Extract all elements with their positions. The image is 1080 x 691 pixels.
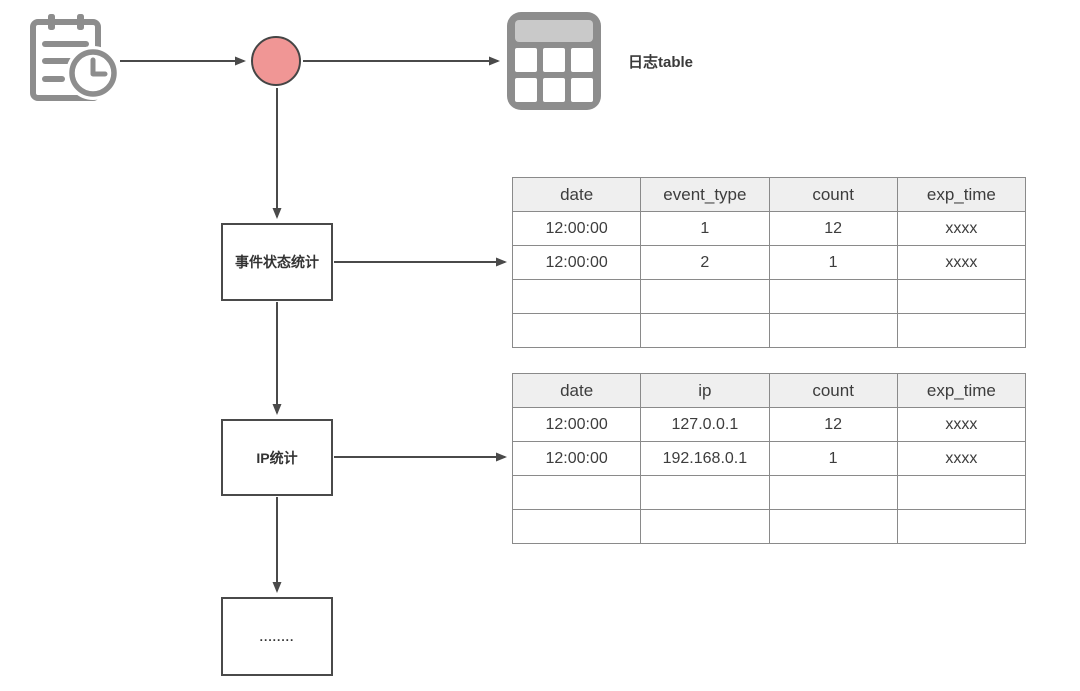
table-cell bbox=[640, 475, 770, 510]
table-cell bbox=[640, 313, 770, 348]
event-stats-node-label: 事件状态统计 bbox=[235, 254, 319, 270]
table-row bbox=[511, 313, 1027, 348]
log-table-label: 日志table bbox=[628, 54, 694, 71]
column-header: exp_time bbox=[896, 373, 1027, 408]
table-cell: xxxx bbox=[896, 245, 1027, 280]
column-header: event_type bbox=[640, 177, 770, 212]
column-header: exp_time bbox=[896, 177, 1027, 212]
table-cell: 12:00:00 bbox=[511, 245, 642, 280]
table-cell bbox=[768, 313, 898, 348]
table-cell: 1 bbox=[768, 245, 898, 280]
column-header: ip bbox=[640, 373, 770, 408]
table-header-row: date event_type count exp_time bbox=[511, 177, 1027, 212]
ip-stats-node-label: IP统计 bbox=[256, 449, 298, 466]
more-node: ........ bbox=[221, 597, 333, 676]
table-row: 12:00:00 192.168.0.1 1 xxxx bbox=[511, 441, 1027, 476]
table-cell bbox=[511, 313, 642, 348]
table-row bbox=[511, 279, 1027, 314]
table-cell bbox=[640, 279, 770, 314]
ip-stats-node: IP统计 bbox=[221, 419, 333, 496]
table-cell bbox=[896, 509, 1027, 544]
table-cell bbox=[511, 475, 642, 510]
table-cell: xxxx bbox=[896, 407, 1027, 442]
table-cell: 12:00:00 bbox=[511, 407, 642, 442]
more-node-label: ........ bbox=[259, 629, 295, 644]
table-cell bbox=[768, 279, 898, 314]
column-header: date bbox=[511, 373, 642, 408]
table-cell bbox=[896, 313, 1027, 348]
table-header-row: date ip count exp_time bbox=[511, 373, 1027, 408]
table-cell bbox=[640, 509, 770, 544]
table-grid-icon bbox=[507, 12, 601, 110]
table-row bbox=[511, 475, 1027, 510]
table-cell: 12:00:00 bbox=[511, 211, 642, 246]
table-cell: 192.168.0.1 bbox=[640, 441, 770, 476]
table-cell bbox=[896, 475, 1027, 510]
table-cell: 12 bbox=[768, 407, 898, 442]
table-row: 12:00:00 1 12 xxxx bbox=[511, 211, 1027, 246]
table-cell: 1 bbox=[768, 441, 898, 476]
table-cell: xxxx bbox=[896, 441, 1027, 476]
table-cell: 12 bbox=[768, 211, 898, 246]
event-stats-table: date event_type count exp_time 12:00:00 … bbox=[511, 177, 1027, 348]
junction-circle-node bbox=[251, 36, 301, 86]
table-row: 12:00:00 127.0.0.1 12 xxxx bbox=[511, 407, 1027, 442]
column-header: count bbox=[768, 177, 898, 212]
table-cell: 12:00:00 bbox=[511, 441, 642, 476]
column-header: date bbox=[511, 177, 642, 212]
table-cell bbox=[511, 279, 642, 314]
table-cell bbox=[768, 509, 898, 544]
table-cell bbox=[768, 475, 898, 510]
column-header: count bbox=[768, 373, 898, 408]
clipboard-clock-icon bbox=[30, 14, 120, 101]
table-cell bbox=[896, 279, 1027, 314]
event-stats-node: 事件状态统计 bbox=[221, 223, 333, 301]
ip-stats-table: date ip count exp_time 12:00:00 127.0.0.… bbox=[511, 373, 1027, 544]
table-cell: xxxx bbox=[896, 211, 1027, 246]
table-row: 12:00:00 2 1 xxxx bbox=[511, 245, 1027, 280]
table-cell: 1 bbox=[640, 211, 770, 246]
table-cell: 2 bbox=[640, 245, 770, 280]
table-row bbox=[511, 509, 1027, 544]
table-cell: 127.0.0.1 bbox=[640, 407, 770, 442]
table-cell bbox=[511, 509, 642, 544]
